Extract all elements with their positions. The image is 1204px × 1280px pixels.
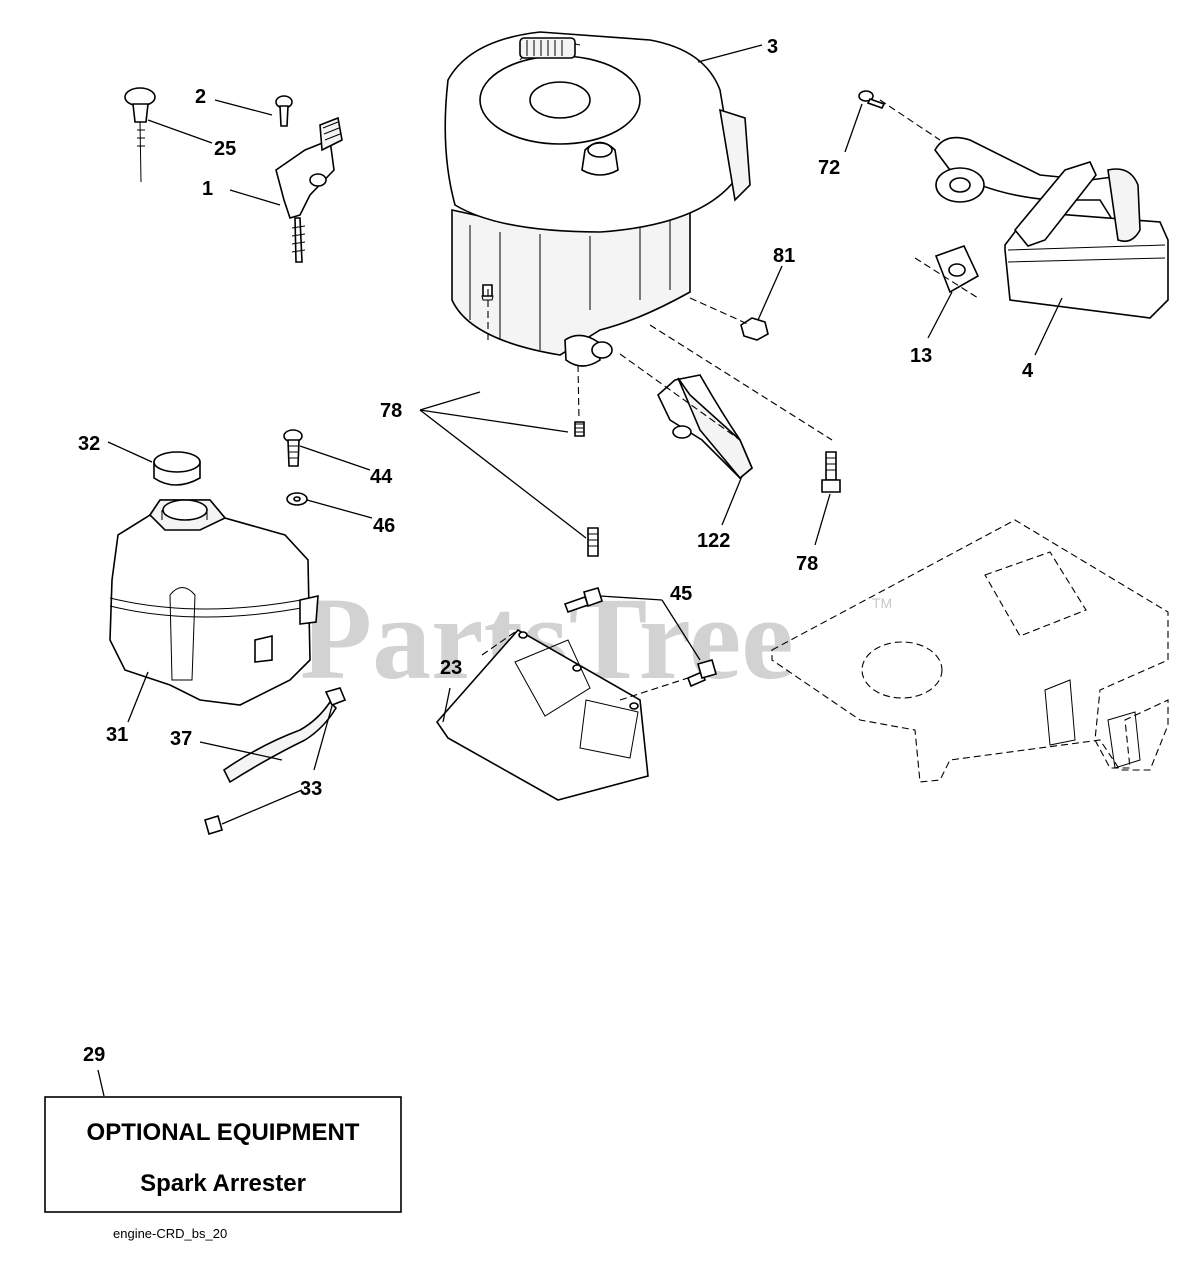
nut-81-part [740,317,769,341]
bolts-78-part [481,284,841,557]
fuel-line-part [204,687,347,836]
callout-31: 31 [106,724,128,746]
callout-23: 23 [440,657,462,679]
callout-37: 37 [170,728,192,750]
callout-122: 122 [697,530,730,552]
bolt-44-part [283,429,303,467]
callout-2: 2 [195,86,206,108]
gasket-13-part [934,245,980,294]
mounting-plate-part [435,628,649,801]
bolt-72-part [858,90,886,109]
shield-122-part [657,374,753,480]
leader-lines [97,44,1063,1097]
callout-1: 1 [202,178,213,200]
callout-29: 29 [83,1044,105,1066]
callout-45: 45 [670,583,692,605]
callout-3: 3 [767,36,778,58]
callout-13: 13 [910,345,932,367]
engine-part [444,31,751,367]
screw-2-part [275,95,293,127]
muffler-part [934,136,1169,319]
optional-equipment-item: Spark Arrester [140,1170,306,1197]
callout-81: 81 [773,245,795,267]
callout-4: 4 [1022,360,1034,382]
callout-labels: 2 1 25 3 72 81 13 4 78 32 44 46 122 78 4… [78,36,1034,1066]
callout-25: 25 [214,138,236,160]
choke-cable-part [124,87,156,183]
optional-equipment-box: OPTIONAL EQUIPMENT Spark Arrester [44,1096,402,1213]
callout-72: 72 [818,157,840,179]
fuel-tank-part [109,499,319,706]
callout-78b: 78 [796,553,818,575]
watermark-trademark: TM [872,595,892,611]
callout-46: 46 [373,515,395,537]
diagram-code: engine-CRD_bs_20 [113,1226,227,1241]
bolts-45-part [563,587,717,688]
callout-78a: 78 [380,400,402,422]
optional-equipment-title: OPTIONAL EQUIPMENT [87,1119,360,1146]
fuel-cap-part [153,451,201,486]
washer-46-part [286,492,308,506]
callout-33: 33 [300,778,322,800]
callout-44: 44 [370,466,393,488]
throttle-control-part [275,116,343,263]
callout-32: 32 [78,433,100,455]
frame-reference [771,519,1169,783]
